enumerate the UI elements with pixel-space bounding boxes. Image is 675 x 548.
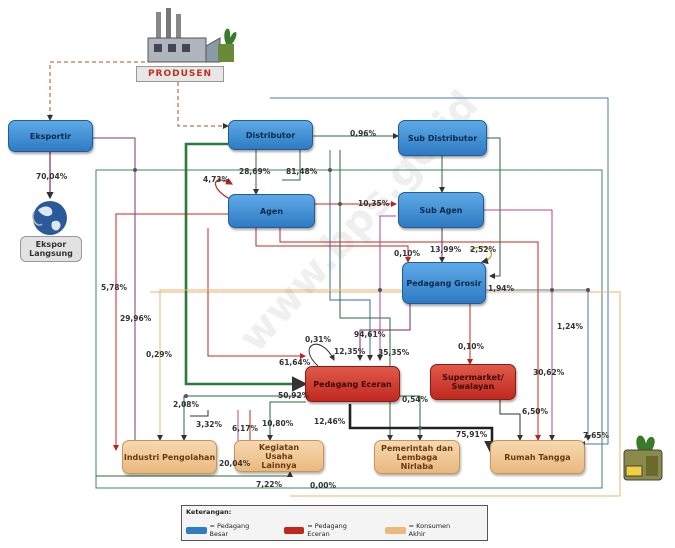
node-distributor: Distributor <box>228 120 313 150</box>
pct-5-78: 5,78% <box>101 283 128 292</box>
legend: Keterangan: = Pedagang Besar = Pedagang … <box>181 505 488 541</box>
node-rumah-tangga: Rumah Tangga <box>490 440 585 474</box>
pct-28-69: 28,69% <box>239 167 271 176</box>
eksportir-to-industri-line <box>93 137 138 451</box>
subagen-to-eceran-line <box>377 215 396 361</box>
node-eksportir: Eksportir <box>8 120 93 152</box>
pct-94-61: 94,61% <box>354 330 386 339</box>
pct-2-52: 2,52% <box>470 245 497 254</box>
pct-29-96: 29,96% <box>120 314 152 323</box>
legend-label-blue: = Pedagang Besar <box>209 522 250 538</box>
node-ekspor-langsung: Ekspor Langsung <box>20 236 82 262</box>
pct-12-46: 12,46% <box>314 417 346 426</box>
pct-35-35: 35,35% <box>378 348 410 357</box>
pct-12-35: 12,35% <box>334 347 366 356</box>
to-kegiatan-green-line <box>96 471 293 477</box>
pct-0-00: 0,00% <box>310 481 337 490</box>
agen-to-rumahtangga-line <box>279 228 541 441</box>
pct-7-22: 7,22% <box>256 480 283 489</box>
subagen-to-rumahtangga-line <box>484 209 555 441</box>
globe-icon <box>28 198 72 238</box>
pct-6-17: 6,17% <box>232 424 259 433</box>
legend-swatch-blue <box>186 526 207 534</box>
legend-item-red: = Pedagang Eceran <box>283 522 367 538</box>
node-pemerintah: Pemerintah dan Lembaga Nirlaba <box>374 440 460 474</box>
agen-to-industri-line <box>113 213 228 451</box>
pct-0-10-b: 0,10% <box>458 342 485 351</box>
pct-0-29: 0,29% <box>146 350 173 359</box>
node-pedagang-eceran: Pedagang Eceran <box>305 366 400 402</box>
node-kegiatan-usaha: Kegiatan Usaha Lainnya <box>234 440 324 472</box>
outer-green-frame <box>95 169 603 489</box>
pct-20-04: 20,04% <box>219 459 251 468</box>
pct-70-04: 70,04% <box>36 172 68 181</box>
pct-0-31: 0,31% <box>305 335 332 344</box>
produsen-label: PRODUSEN <box>136 66 224 82</box>
legend-item-tan: = Konsumen Akhir <box>385 522 465 538</box>
pct-1-94: 1,94% <box>488 284 515 293</box>
house-icon <box>618 430 668 485</box>
grosir-self-loop <box>469 246 492 265</box>
pct-0-96: 0,96% <box>350 129 377 138</box>
pct-6-50: 6,50% <box>522 407 549 416</box>
eceran-to-industri-line <box>181 395 302 441</box>
pct-7-65: 7,65% <box>583 431 610 440</box>
legend-label-red: = Pedagang Eceran <box>307 522 347 538</box>
grosir-to-industri-line <box>157 289 402 441</box>
pct-0-54: 0,54% <box>402 395 429 404</box>
pct-2-08: 2,08% <box>173 400 200 409</box>
legend-swatch-red <box>283 526 305 534</box>
node-pedagang-grosir: Pedagang Grosir <box>402 262 486 304</box>
eceran-to-kegiatan-line <box>267 401 306 441</box>
node-industri-pengolahan: Industri Pengolahan <box>122 440 217 474</box>
supermarket-to-rumahtangga-line <box>499 400 523 441</box>
pct-61-64: 61,64% <box>279 358 311 367</box>
agen-to-eceran-line <box>207 228 306 359</box>
pct-1-24: 1,24% <box>557 322 584 331</box>
factory-icon <box>140 8 240 70</box>
pct-13-99: 13,99% <box>430 245 462 254</box>
pct-0-10-a: 0,10% <box>394 249 421 258</box>
to-industri-dark-line <box>190 410 209 417</box>
pct-4-73: 4,73% <box>203 175 230 184</box>
outer-tan-frame <box>150 291 621 497</box>
agen-to-grosir-line <box>255 228 411 263</box>
subdistributor-to-grosir-line <box>487 137 501 279</box>
producer-to-eksportir-line <box>47 61 145 121</box>
distributor-branch-line <box>282 150 301 181</box>
node-sub-agen: Sub Agen <box>398 192 484 228</box>
legend-item-blue: = Pedagang Besar <box>186 522 266 538</box>
pct-75-91: 75,91% <box>456 430 488 439</box>
grosir-to-eceran-line <box>357 304 411 361</box>
pct-10-80: 10,80% <box>262 419 294 428</box>
node-agen: Agen <box>228 194 315 228</box>
node-supermarket: Supermarket/ Swalayan <box>430 364 516 400</box>
pct-30-62: 30,62% <box>533 368 565 377</box>
legend-label-tan: = Konsumen Akhir <box>408 522 451 538</box>
legend-swatch-tan <box>385 526 406 534</box>
pct-3-32: 3,32% <box>196 420 223 429</box>
distributor-to-eceran-thick-line <box>184 142 308 392</box>
pct-50-92: 50,92% <box>278 391 310 400</box>
pct-10-35: 10,35% <box>358 199 390 208</box>
pct-81-48: 81,48% <box>286 167 318 176</box>
agen-self-loop <box>215 177 234 201</box>
eceran-self-loop <box>308 343 335 367</box>
node-sub-distributor: Sub Distributor <box>398 120 487 156</box>
legend-title: Keterangan: <box>186 508 232 516</box>
outer-blue-frame <box>270 97 609 447</box>
producer-to-distributor-line <box>177 82 229 129</box>
eceran-to-pemerintah-line <box>396 395 423 441</box>
